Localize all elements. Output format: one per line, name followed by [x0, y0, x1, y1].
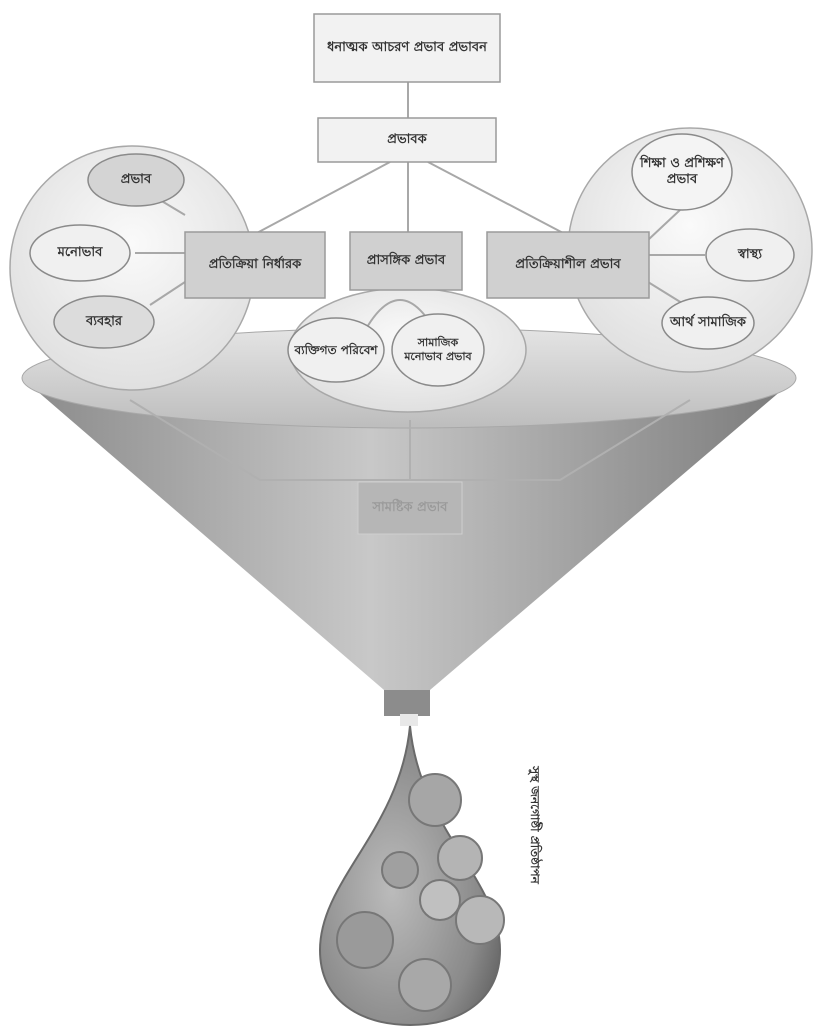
left-circle-3-label: ব্যবহার: [86, 313, 122, 329]
drop-icon: [318, 714, 505, 1027]
left-circle-1: [87, 153, 185, 207]
funnel-label: সামষ্টিক প্রভাব: [372, 499, 448, 515]
center-circle-2-label: সামাজিক মনোভাব প্রভাব: [404, 336, 472, 363]
right-box: [486, 231, 650, 299]
left-box-label: প্রতিক্রিয়া নির্ধারক: [208, 256, 302, 272]
center-box-label: প্রাসঙ্গিক প্রভাব: [366, 252, 446, 268]
right-circle-2: [705, 228, 795, 282]
mid-box: [317, 117, 497, 163]
left-circle-3: [53, 295, 155, 349]
connector-lines: [135, 82, 705, 341]
left-circle-2-label: মনোভাব: [57, 244, 103, 260]
right-circle-3-label: আর্থ সামাজিক: [670, 314, 746, 330]
left-box: [184, 231, 326, 299]
drop-label: সুস্থ জনগোষ্ঠী প্রতিষ্ঠাপন: [528, 766, 543, 884]
left-circle-1-label: প্রভাব: [120, 171, 152, 187]
right-box-label: প্রতিক্রিয়াশীল প্রভাব: [515, 256, 621, 272]
left-circle-2: [29, 224, 131, 282]
right-circle-3: [661, 296, 755, 350]
funnel-label-box: [357, 481, 463, 535]
center-box: [349, 231, 463, 291]
center-circle-1: [287, 317, 385, 383]
top-box: [313, 13, 501, 83]
center-circle-2: [391, 313, 485, 387]
center-circle-1-label: ব্যক্তিগত পরিবেশ: [294, 342, 378, 357]
right-circle-1: [631, 133, 733, 211]
right-circle-2-label: স্বাস্থ্য: [737, 246, 763, 262]
top-box-label: ধনাত্মক আচরণ প্রভাব প্রভাবন: [327, 39, 487, 55]
right-circle-1-label: শিক্ষা ও প্রশিক্ষণ প্রভাব: [640, 155, 724, 187]
mid-box-label: প্রভাবক: [387, 131, 427, 147]
